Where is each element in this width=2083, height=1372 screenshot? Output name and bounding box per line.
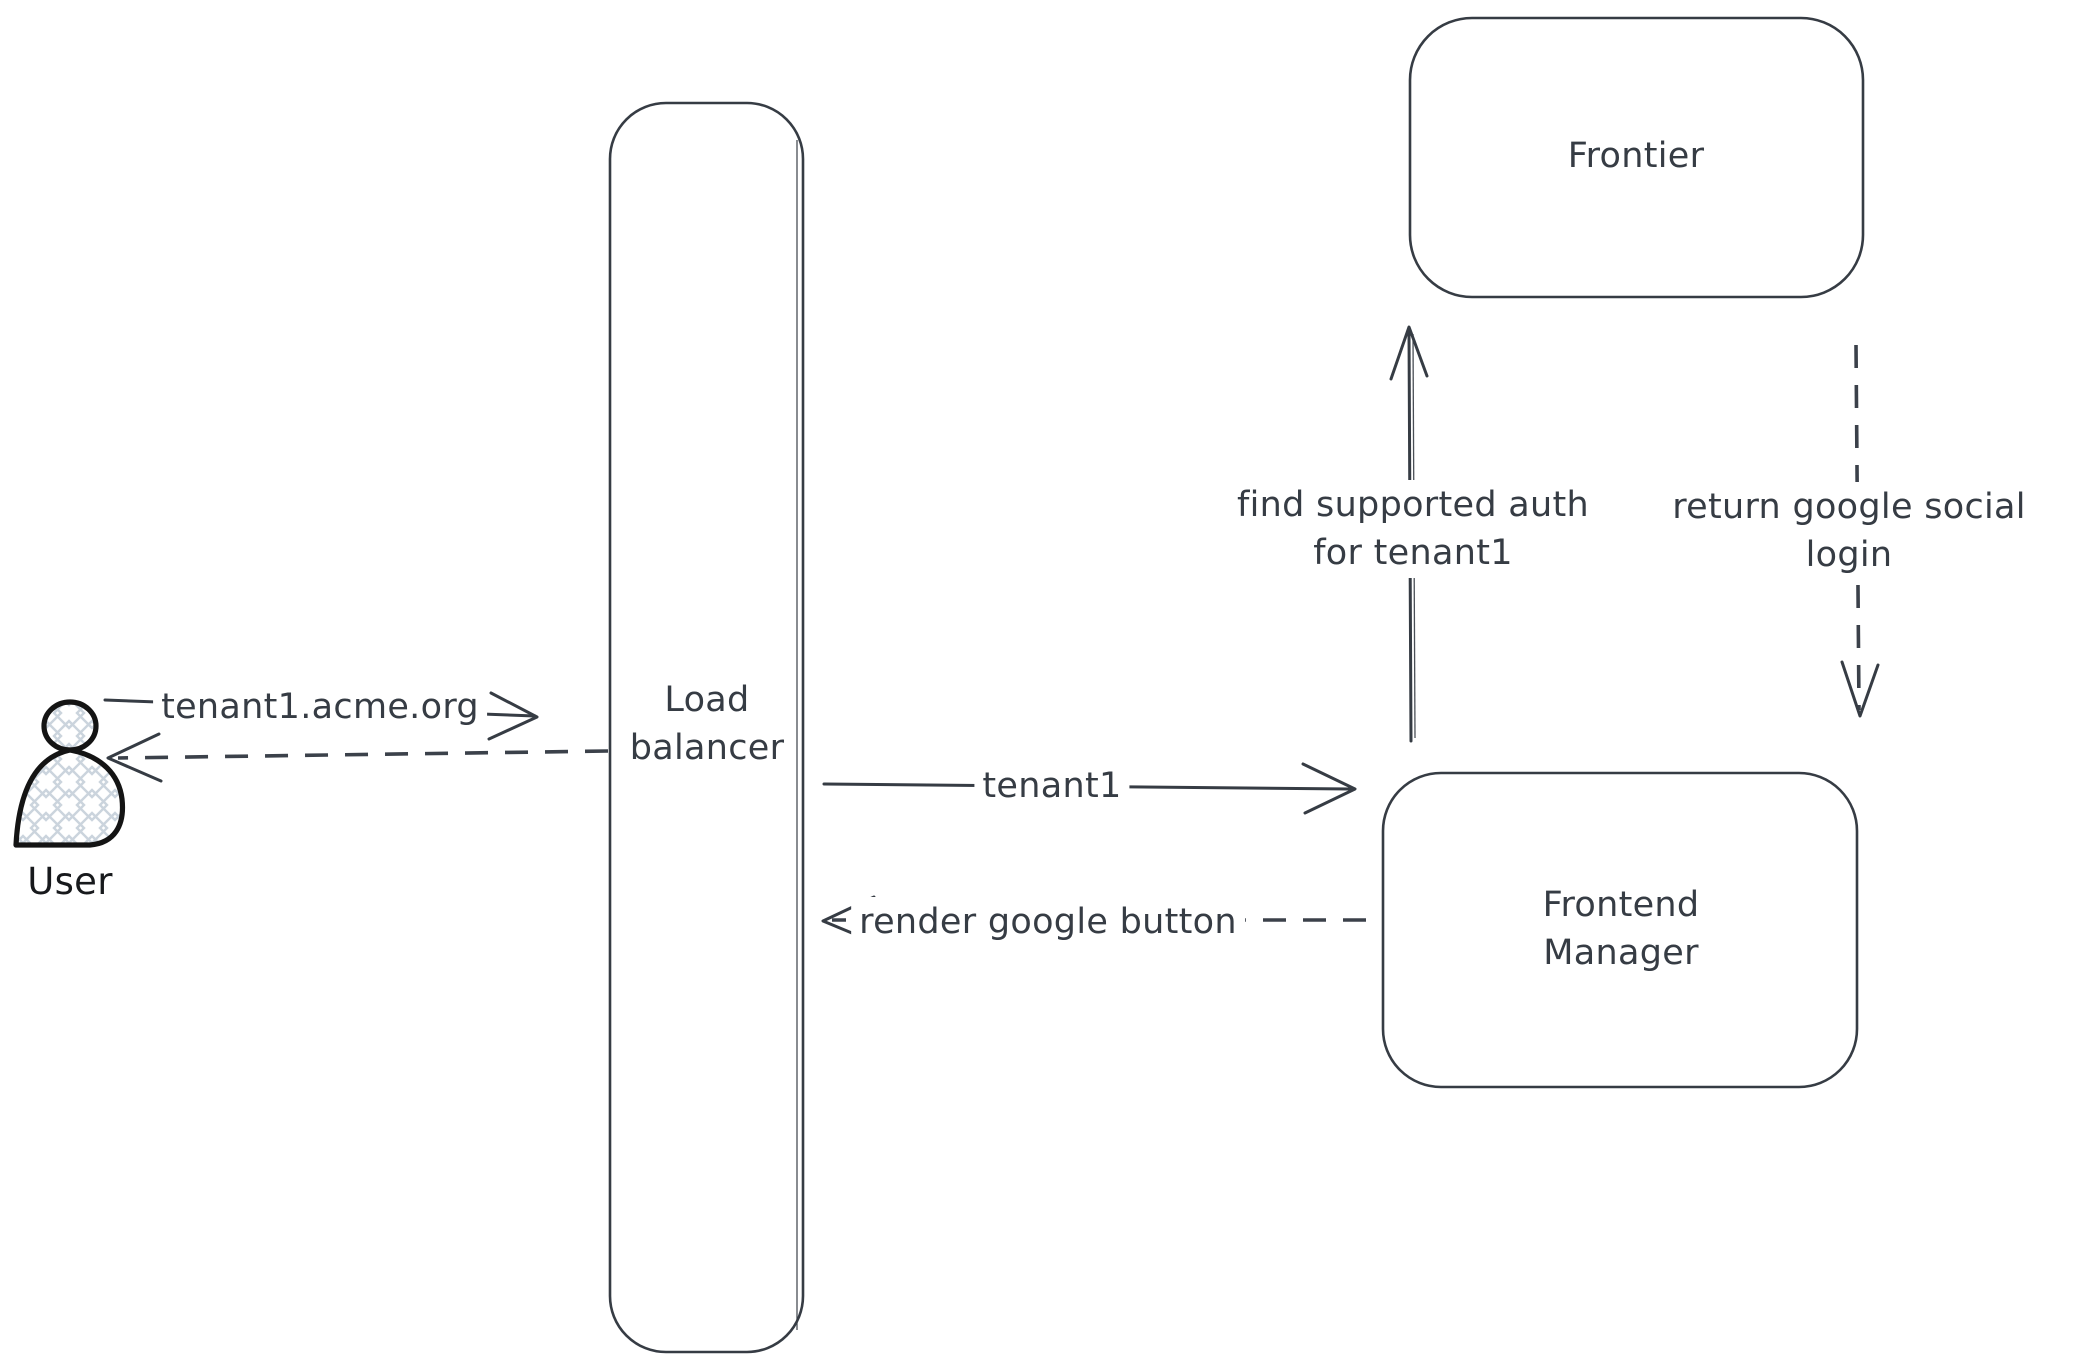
edge-label-render-google-button: render google button: [851, 897, 1245, 947]
edge-label-tenant1: tenant1: [974, 761, 1130, 811]
frontend-manager-label-line2: Manager: [1543, 933, 1699, 973]
load-balancer-label-line2: balancer: [629, 728, 785, 768]
user-head: [41, 699, 99, 753]
frontend-manager-label-line1: Frontend: [1542, 885, 1700, 925]
user-actor-icon: [13, 699, 126, 848]
edge-label-return-google-social-login-line1: return google social: [1672, 487, 2026, 527]
frontend-manager-box: [1381, 771, 1859, 1089]
edge-label-tenant1-acme-org: tenant1.acme.org: [153, 682, 487, 732]
edge-label-find-supported-auth: find supported auth for tenant1: [1228, 480, 1598, 578]
frontend-manager-label: Frontend Manager: [1543, 881, 1700, 977]
frontier-label: Frontier: [1567, 136, 1705, 176]
load-balancer-label: Load balancer: [630, 676, 785, 772]
user-body: [13, 747, 126, 848]
load-balancer-label-line1: Load: [664, 680, 750, 720]
load-balancer-box: [608, 101, 805, 1354]
arrow-load-balancer-to-user: [106, 732, 609, 783]
edge-label-return-google-social-login: return google social login: [1664, 482, 2034, 580]
edge-label-find-supported-auth-line1: find supported auth: [1236, 485, 1590, 525]
edge-label-find-supported-auth-line2: for tenant1: [1313, 533, 1513, 573]
frontier-box: [1408, 16, 1865, 299]
user-label: User: [27, 860, 113, 903]
edge-label-return-google-social-login-line2: login: [1805, 535, 1893, 575]
